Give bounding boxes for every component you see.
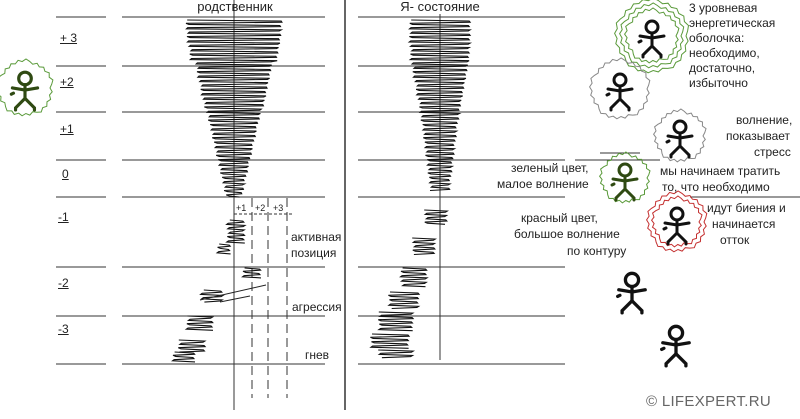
note-excitement-1: волнение, — [736, 113, 793, 127]
relative-wave-lower — [171, 351, 196, 363]
figure-head — [17, 70, 33, 87]
note-red-3: по контуру — [567, 244, 627, 258]
figure-legs — [641, 44, 663, 59]
green-figure-small — [610, 162, 639, 202]
shell-aura — [619, 2, 685, 69]
self-wave-lower — [399, 267, 429, 288]
note-shell-1: 3 уровневая — [689, 1, 758, 15]
note-beats-2: начинается — [712, 217, 776, 231]
red-aura — [650, 195, 703, 248]
note-green-2: малое волнение — [497, 177, 589, 191]
figure-head — [623, 271, 641, 289]
self-wave-lower — [377, 349, 416, 359]
shell-aura — [614, 0, 690, 74]
label-anger: гнев — [305, 348, 330, 362]
figure-head — [644, 19, 660, 35]
note-shell-6: избыточно — [689, 76, 748, 90]
note-beats-1: идут биения и — [707, 201, 786, 215]
header-relative: родственник — [197, 0, 273, 14]
figure-legs — [13, 96, 37, 112]
self-wave-lower — [369, 333, 411, 349]
note-excitement-2: показывает — [726, 129, 791, 143]
self-wave-lower — [387, 291, 421, 310]
figure-legs — [666, 231, 688, 246]
note-shell-3: оболочка: — [689, 31, 745, 45]
self-wave-lower — [377, 311, 415, 332]
note-spending-1: мы начинаем тратить — [660, 164, 781, 178]
level-label-minus2: -2 — [58, 276, 69, 290]
header-self: Я- состояние — [400, 0, 480, 14]
label-position: позиция — [291, 246, 337, 260]
level-label-zero: 0 — [62, 167, 69, 181]
figure-excited — [605, 72, 634, 112]
note-shell-4: необходимо, — [689, 46, 760, 60]
relative-wave-lower — [225, 219, 247, 244]
relative-wave-lower — [215, 243, 232, 255]
relative-wave-lower — [178, 339, 207, 353]
figure-arms — [610, 177, 639, 187]
figure-legs — [609, 97, 631, 112]
green-aura-small — [598, 151, 651, 204]
self-wave-lower — [411, 237, 438, 256]
label-aggression: агрессия — [292, 300, 342, 314]
figure-legs — [669, 144, 691, 159]
green-aura-left — [0, 58, 54, 117]
figure-head — [617, 162, 633, 178]
relative-wave-lower — [199, 289, 225, 303]
note-shell-2: энергетическая — [689, 16, 776, 30]
note-excitement-3: стресс — [754, 145, 791, 159]
label-active: активная — [291, 230, 342, 244]
figure-legs — [614, 187, 636, 202]
note-beats-3: отток — [720, 233, 750, 247]
figure-bottom-2 — [660, 324, 691, 368]
relative-wave-lower — [241, 267, 262, 279]
figure-arms — [662, 221, 691, 231]
level-lines — [56, 0, 800, 410]
figure-arms — [660, 341, 691, 352]
figure-arms — [637, 34, 666, 44]
self-wave-upper — [407, 19, 473, 192]
aggression-stroke — [199, 284, 267, 303]
figure-red — [662, 206, 691, 246]
sublevel-label-3: +3 — [273, 203, 284, 213]
figure-legs — [664, 352, 688, 368]
figure-arms — [665, 134, 694, 144]
figure-arms — [605, 87, 634, 97]
figure-legs — [620, 299, 644, 315]
note-green-1: зеленый цвет, — [511, 161, 589, 175]
figure-arms — [9, 86, 40, 96]
copyright: © LIFEXPERT.RU — [646, 393, 772, 410]
sublevel-label-1: +1 — [236, 203, 247, 213]
note-red-2: большое волнение — [514, 227, 620, 241]
figure-head — [669, 206, 685, 222]
figure-arms — [616, 288, 647, 299]
stress-aura — [652, 108, 707, 163]
figures — [0, 0, 708, 368]
self-wave-lower — [423, 209, 450, 225]
figure-stress — [665, 119, 694, 159]
figure-bottom-1 — [616, 271, 647, 315]
level-label-plus3: + 3 — [60, 31, 78, 45]
figure-shell — [637, 19, 666, 59]
level-label-plus2: +2 — [60, 75, 74, 89]
note-spending-2: то, что необходимо — [662, 180, 770, 194]
shell-aura — [623, 7, 680, 64]
red-aura — [646, 190, 708, 253]
sublevel-label-2: +2 — [255, 203, 266, 213]
figure-head — [667, 324, 685, 342]
level-label-plus1: +1 — [60, 122, 74, 136]
excited-aura — [589, 57, 651, 120]
figure-head — [672, 119, 688, 135]
level-label-minus3: -3 — [58, 322, 69, 336]
green-figure-left — [9, 70, 40, 112]
relative-wave-lower — [184, 315, 215, 331]
level-label-minus1: -1 — [58, 210, 69, 224]
energy-waves — [171, 19, 473, 363]
note-red-1: красный цвет, — [521, 211, 598, 225]
relative-wave-upper — [185, 19, 284, 198]
figure-head — [612, 72, 628, 88]
note-shell-5: достаточно, — [689, 61, 756, 75]
